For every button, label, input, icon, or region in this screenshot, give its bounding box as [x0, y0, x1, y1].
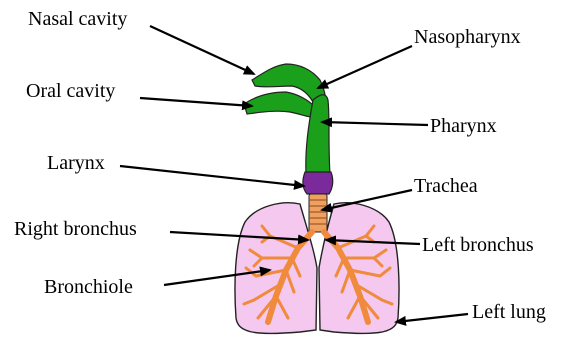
arrow-nasopharynx: [318, 46, 412, 88]
oral-cavity-shape: [244, 92, 318, 118]
label-trachea: Trachea: [414, 175, 478, 197]
arrow-nasal-cavity: [150, 26, 254, 74]
left-lung: [319, 203, 399, 334]
label-larynx: Larynx: [47, 152, 105, 174]
arrow-larynx: [120, 166, 304, 186]
label-right-bronchus: Right bronchus: [14, 218, 137, 240]
label-left-bronchus: Left bronchus: [422, 234, 534, 256]
arrow-left-lung: [396, 314, 468, 322]
bronchial-tree: [244, 226, 392, 322]
arrow-pharynx: [322, 122, 428, 125]
label-nasopharynx: Nasopharynx: [414, 26, 521, 48]
label-pharynx: Pharynx: [430, 115, 497, 137]
larynx-shape: [303, 172, 333, 194]
label-left-lung: Left lung: [472, 301, 546, 323]
label-nasal-cavity: Nasal cavity: [28, 8, 127, 30]
arrow-oral-cavity: [140, 98, 252, 106]
label-oral-cavity: Oral cavity: [26, 80, 115, 102]
label-bronchiole: Bronchiole: [44, 276, 133, 298]
